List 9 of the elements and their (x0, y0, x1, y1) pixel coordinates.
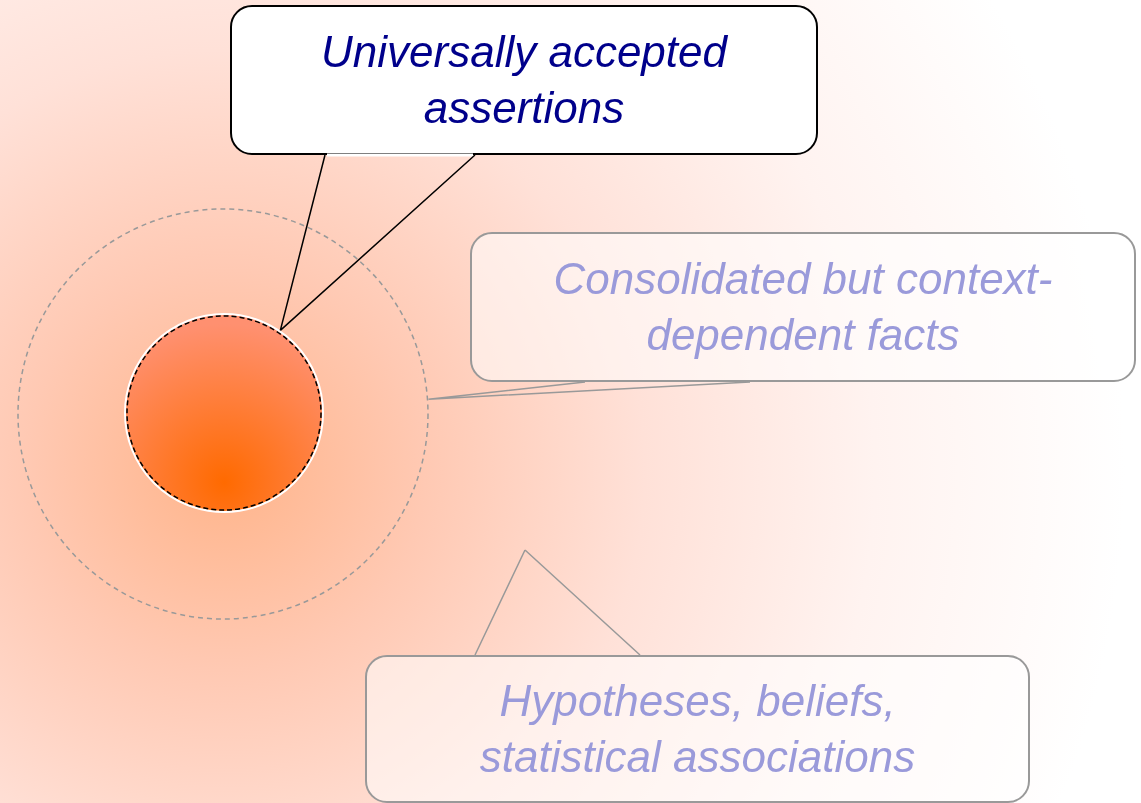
speech-bubble (470, 232, 1136, 382)
speech-bubble (230, 5, 818, 155)
callout-pointer (474, 549, 641, 656)
callout-text: Consolidated but context-dependent facts (552, 253, 1054, 361)
callout-text: Universally accepted assertions (320, 26, 729, 134)
callout-text: Hypotheses, beliefs, statistical associations (478, 675, 917, 783)
callout-pointer (427, 381, 751, 400)
callout-pointer (279, 154, 476, 332)
speech-bubble (365, 655, 1030, 803)
